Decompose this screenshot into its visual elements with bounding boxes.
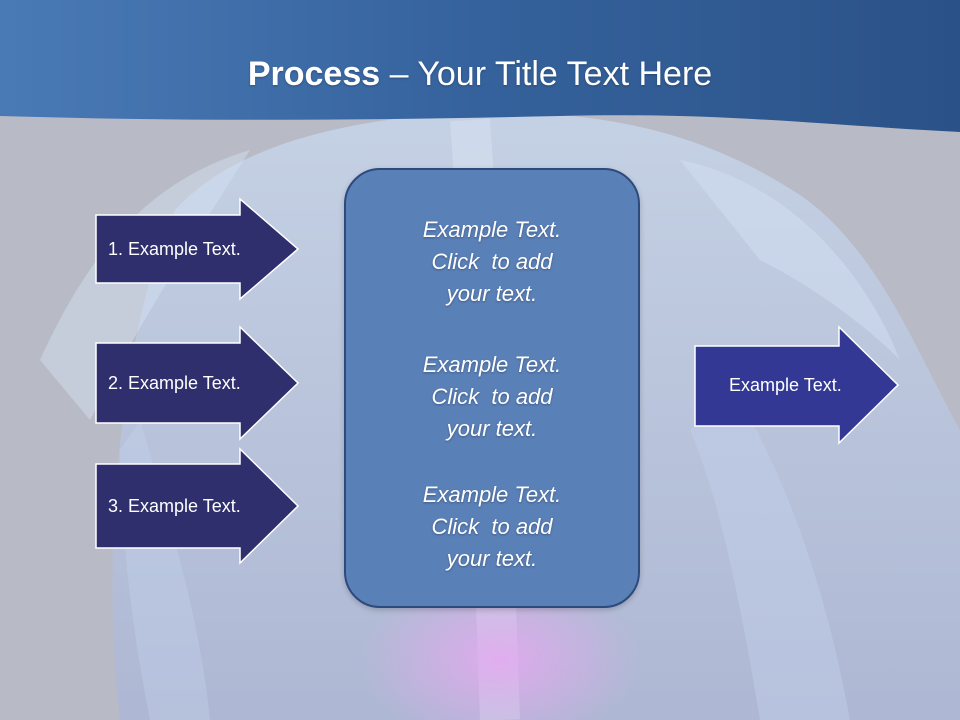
text-line: Example Text. [422,482,562,507]
input-arrow-1[interactable]: 1. Example Text. [95,197,300,301]
text-line: Click to add [431,384,553,409]
text-block-2: Example Text. Click to add your text. [346,349,638,445]
text-line: Click to add [431,514,553,539]
input-arrow-label: 3. Example Text. [108,495,241,516]
arrow-shape [95,197,300,301]
title-bold: Process [247,55,381,93]
text-line: Example Text. [422,217,562,242]
text-line: your text. [446,546,538,571]
text-block-3: Example Text. Click to add your text. [346,479,638,575]
input-arrow-label: 1. Example Text. [108,238,241,259]
output-arrow[interactable]: Example Text. [694,325,900,445]
arrow-shape [694,325,900,445]
slide-title: Process – Your Title Text Here [0,52,960,96]
arrow-shape [95,325,300,441]
text-line: Example Text. [422,352,562,377]
input-arrow-2[interactable]: 2. Example Text. [95,325,300,441]
input-arrow-3[interactable]: 3. Example Text. [95,447,300,565]
text-line: your text. [446,416,538,441]
title-rest: – Your Title Text Here [380,55,713,93]
output-arrow-label: Example Text. [729,374,842,395]
center-text-box[interactable]: Example Text. Click to add your text. Ex… [344,168,640,608]
arrow-shape [95,447,300,565]
text-line: your text. [446,281,538,306]
text-block-1: Example Text. Click to add your text. [346,214,638,310]
input-arrow-label: 2. Example Text. [108,372,241,393]
text-line: Click to add [431,249,553,274]
